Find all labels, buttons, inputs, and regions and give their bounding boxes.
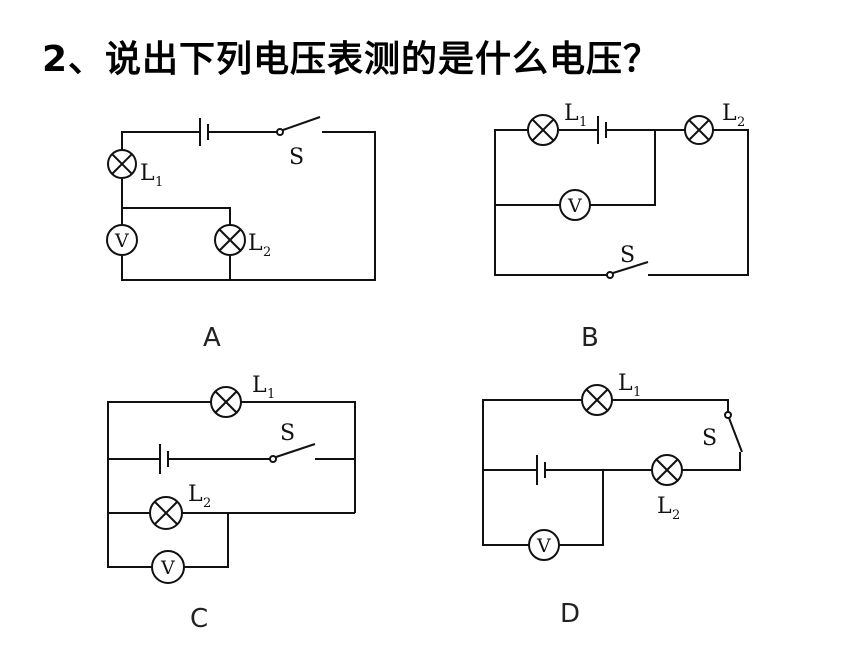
voltmeter-label: V — [114, 230, 129, 252]
battery-icon — [536, 455, 546, 485]
battery-icon — [597, 116, 607, 144]
voltmeter-label: V — [536, 535, 551, 557]
lamp-l1-icon — [527, 114, 559, 146]
lamp-l2-icon — [214, 224, 246, 256]
switch-label: S — [702, 426, 717, 451]
lamp-l1-subscript: 1 — [579, 115, 587, 130]
caption-d: D — [560, 599, 580, 629]
lamp-l1-subscript: 1 — [155, 175, 163, 190]
circuit-d: L 1 S L 2 V D — [482, 371, 743, 629]
lamp-l1-icon — [107, 149, 137, 179]
lamp-l2-label: L — [248, 231, 263, 256]
circuit-a: S L 1 V L 2 A — [106, 116, 376, 353]
lamp-l2-subscript: 2 — [672, 508, 680, 523]
lamp-l2-subscript: 2 — [737, 115, 745, 130]
circuit-c: L 1 S L 2 V C — [107, 373, 356, 634]
lamp-l1-label: L — [252, 373, 267, 398]
caption-a: A — [203, 323, 221, 353]
voltmeter-icon — [559, 189, 591, 221]
switch-icon — [276, 116, 321, 136]
lamp-l2-label: L — [722, 101, 737, 126]
lamp-l2-subscript: 2 — [263, 245, 271, 260]
switch-icon — [606, 261, 649, 279]
voltmeter-label: V — [160, 557, 175, 579]
battery-icon — [199, 118, 278, 146]
lamp-l1-subscript: 1 — [267, 387, 275, 402]
lamp-l2-label: L — [657, 494, 672, 519]
lamp-l2-label: L — [188, 482, 203, 507]
lamp-l2-icon — [684, 115, 714, 145]
lamp-l2-icon — [651, 454, 683, 486]
lamp-l1-label: L — [618, 371, 633, 396]
voltmeter-label: V — [567, 195, 582, 217]
battery-icon — [159, 444, 169, 474]
circuit-b: L 1 L 2 V S B — [494, 101, 749, 353]
lamp-l1-subscript: 1 — [633, 385, 641, 400]
question-title: 2、说出下列电压表测的是什么电压？ — [42, 39, 661, 80]
lamp-l1-label: L — [564, 101, 579, 126]
lamp-l1-label: L — [140, 161, 155, 186]
lamp-l2-subscript: 2 — [203, 496, 211, 511]
switch-icon — [269, 443, 316, 463]
caption-b: B — [581, 323, 599, 353]
lamp-l1-icon — [581, 384, 613, 416]
voltmeter-icon — [106, 224, 138, 256]
voltmeter-icon — [528, 529, 560, 561]
switch-label: S — [280, 421, 295, 446]
switch-label: S — [289, 145, 304, 170]
lamp-l2-icon — [149, 496, 183, 530]
switch-label: S — [620, 243, 635, 268]
lamp-l1-icon — [210, 386, 242, 418]
switch-icon — [724, 411, 743, 453]
voltmeter-icon — [151, 550, 185, 584]
caption-c: C — [190, 604, 208, 634]
